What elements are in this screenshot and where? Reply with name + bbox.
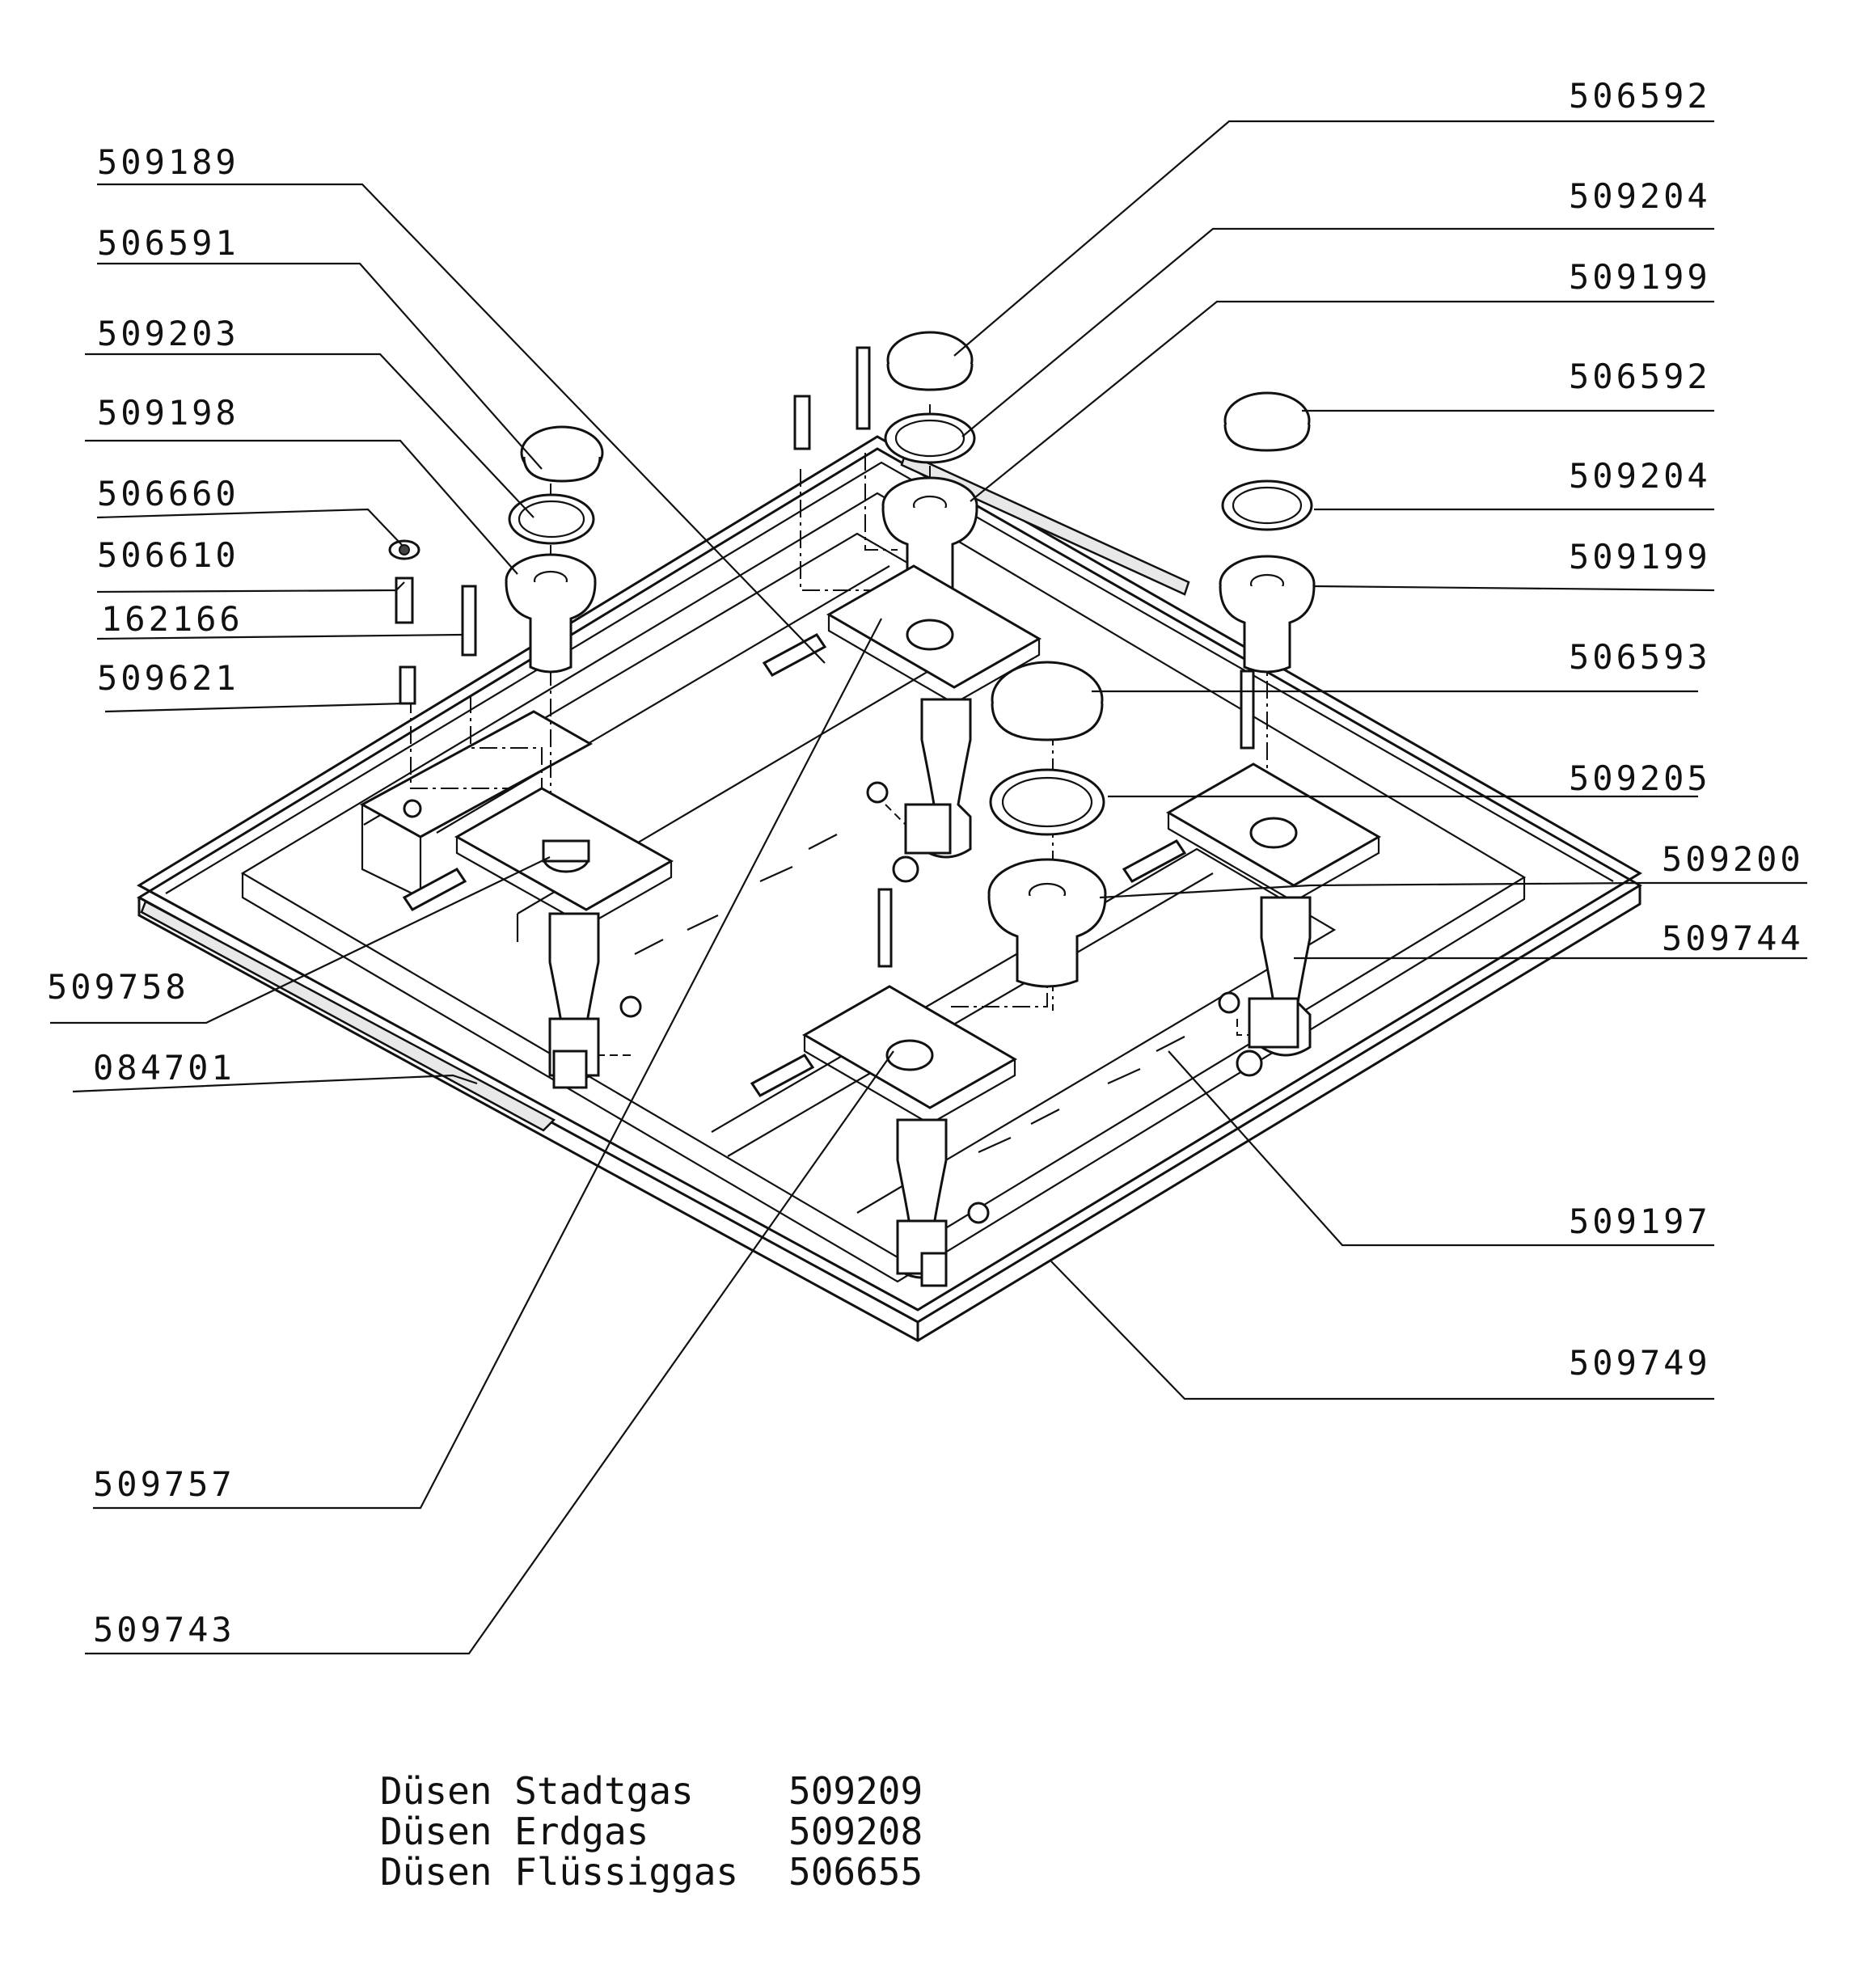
part-label-509749: 509749 bbox=[1569, 1343, 1711, 1383]
part-label-506592-right: 506592 bbox=[1569, 357, 1711, 396]
burner-top bbox=[793, 331, 1042, 883]
part-label-506593: 506593 bbox=[1569, 637, 1711, 677]
part-label-509744: 509744 bbox=[1662, 919, 1804, 958]
part-label-162166: 162166 bbox=[101, 599, 243, 639]
nozzle-code: 509208 bbox=[788, 1810, 923, 1853]
nozzle-name: Düsen Flüssiggas bbox=[380, 1850, 739, 1894]
part-label-509758: 509758 bbox=[47, 967, 189, 1007]
burner-large bbox=[987, 661, 1107, 988]
part-label-509199-right: 509199 bbox=[1569, 537, 1711, 577]
burner-front bbox=[801, 888, 1018, 1287]
part-label-506610: 506610 bbox=[97, 535, 239, 575]
part-label-509204-top: 509204 bbox=[1569, 176, 1711, 216]
nozzle-code: 506655 bbox=[788, 1850, 923, 1894]
part-label-509198: 509198 bbox=[97, 393, 239, 433]
nozzle-row-erdgas: Düsen Erdgas 509208 bbox=[380, 1811, 923, 1852]
part-label-509200: 509200 bbox=[1662, 839, 1804, 879]
part-label-084701: 084701 bbox=[93, 1048, 235, 1088]
nozzle-name: Düsen Erdgas bbox=[380, 1810, 649, 1853]
part-label-509621: 509621 bbox=[97, 658, 239, 698]
part-label-509204-right: 509204 bbox=[1569, 456, 1711, 496]
burner-left bbox=[388, 425, 674, 1089]
frame-509749 bbox=[136, 435, 1642, 1342]
part-label-506592-top: 506592 bbox=[1569, 76, 1711, 116]
leader-lines bbox=[50, 120, 1807, 1655]
small-parts bbox=[402, 633, 1240, 1224]
burner-right bbox=[1165, 391, 1382, 1077]
part-label-509203: 509203 bbox=[97, 314, 239, 353]
part-label-509199-top: 509199 bbox=[1569, 257, 1711, 297]
part-label-509205: 509205 bbox=[1569, 758, 1711, 798]
part-label-509743: 509743 bbox=[93, 1610, 235, 1649]
part-label-509189: 509189 bbox=[97, 142, 239, 182]
part-label-509757: 509757 bbox=[93, 1464, 235, 1504]
part-label-506660: 506660 bbox=[97, 474, 239, 513]
nozzle-row-stadtgas: Düsen Stadtgas 509209 bbox=[380, 1771, 923, 1811]
nozzle-row-fluessiggas: Düsen Flüssiggas 506655 bbox=[380, 1852, 923, 1892]
nozzle-name: Düsen Stadtgas bbox=[380, 1769, 694, 1813]
nozzle-code: 509209 bbox=[788, 1769, 923, 1813]
part-label-509197: 509197 bbox=[1569, 1202, 1711, 1241]
part-label-506591: 506591 bbox=[97, 223, 239, 263]
